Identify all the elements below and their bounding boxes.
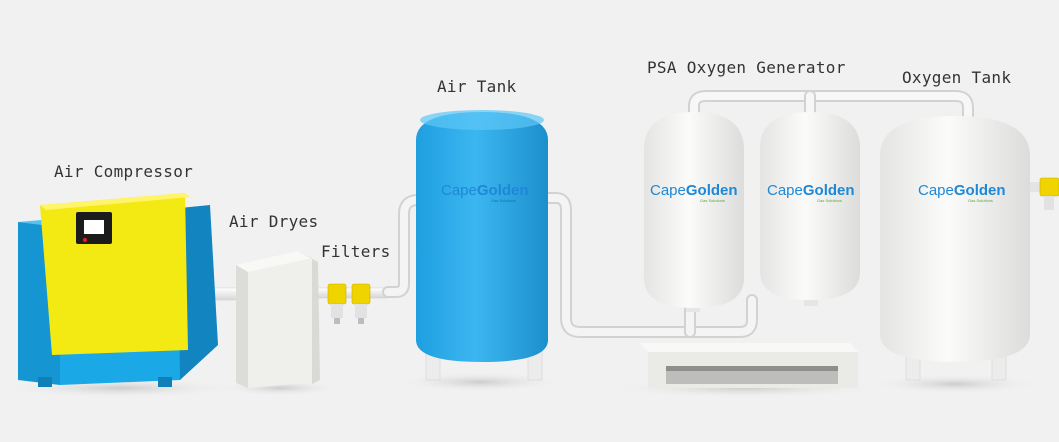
filters — [317, 283, 389, 324]
label-filters: Filters — [321, 242, 391, 261]
label-air-tank: Air Tank — [437, 77, 517, 96]
air-compressor — [18, 193, 218, 387]
label-air-dryes: Air Dryes — [229, 212, 319, 231]
brand-logo: CapeGolden Gas Solutions — [650, 182, 738, 203]
label-air-compressor: Air Compressor — [54, 162, 194, 181]
label-oxygen-tank: Oxygen Tank — [902, 68, 1012, 87]
air-tank — [416, 110, 548, 381]
brand-logo: CapeGolden Gas Solutions — [918, 182, 1006, 203]
label-psa-oxygen-generator: PSA Oxygen Generator — [647, 58, 846, 77]
pipe-psa-oxygen — [688, 90, 974, 126]
psa-vessel-2 — [760, 112, 860, 306]
air-dryer — [236, 251, 320, 388]
psa-base — [640, 343, 858, 388]
brand-logo: CapeGolden Gas Solutions — [441, 182, 529, 203]
pipe-filters-airtank — [382, 194, 436, 298]
psa-vessel-1 — [644, 112, 744, 312]
oxygen-tank — [880, 116, 1059, 381]
brand-logo: CapeGolden Gas Solutions — [767, 182, 855, 203]
